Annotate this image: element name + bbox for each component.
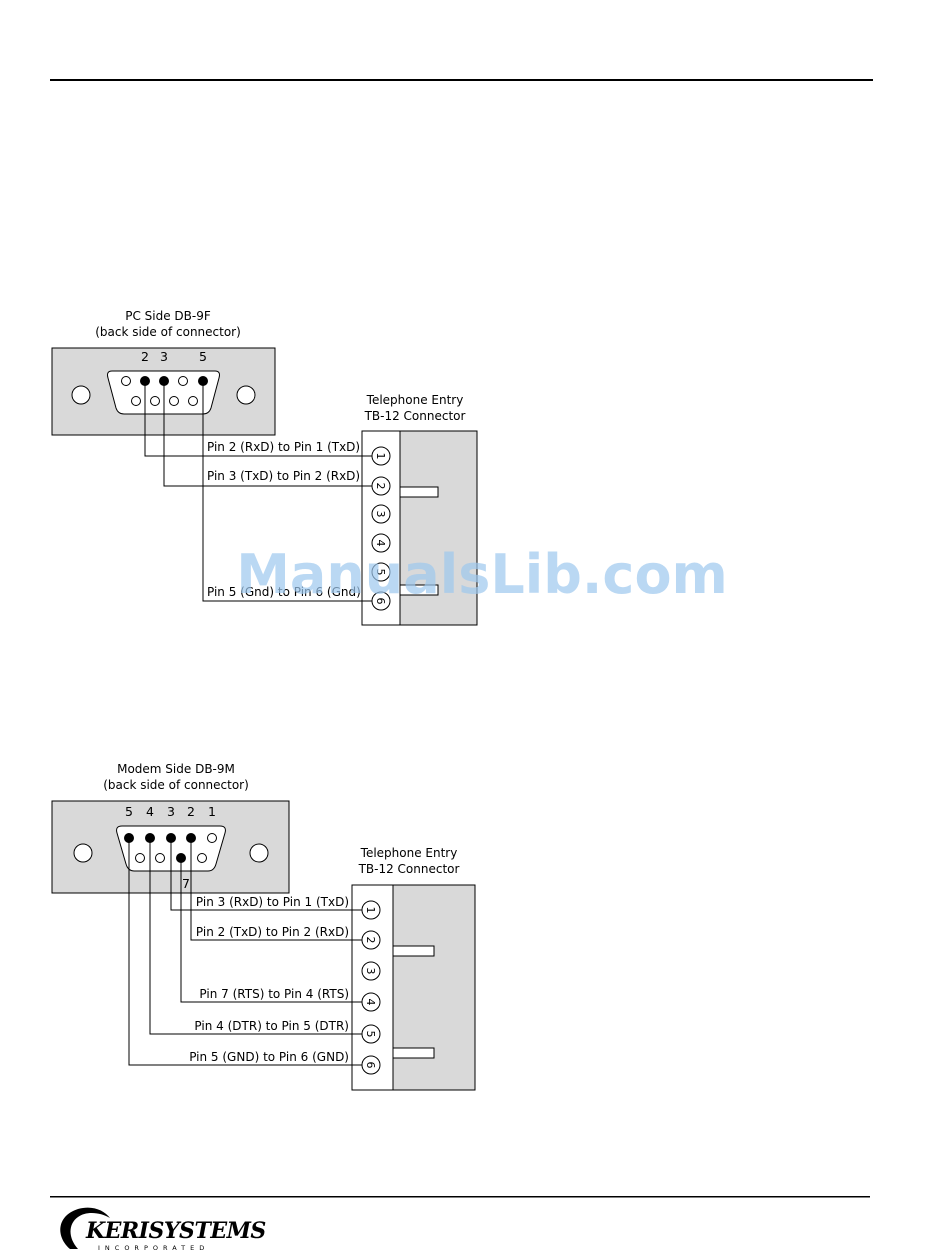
- tb12-board: [392, 884, 476, 1091]
- tb12-terminal-6: 6: [371, 591, 391, 611]
- tb12-title: Telephone Entry: [366, 393, 464, 407]
- tb12-terminal-6: 6: [361, 1055, 381, 1075]
- wire-pin2-to-tb2: [190, 838, 362, 941]
- pin-number-label: 3: [167, 804, 175, 819]
- logo-sub-text: INCORPORATED: [98, 1244, 209, 1252]
- pin-number-label: 2: [187, 804, 195, 819]
- db9-pin-1: [207, 833, 217, 843]
- wire-pin5-to-tb6: [128, 838, 362, 1066]
- db9-pin: [121, 376, 131, 386]
- tb12-subtitle: TB-12 Connector: [358, 862, 460, 876]
- svg-text:6: 6: [364, 1062, 377, 1069]
- svg-text:4: 4: [374, 540, 387, 547]
- svg-text:1: 1: [374, 453, 387, 460]
- footer-rule: [50, 1196, 870, 1198]
- wire-label: Pin 4 (DTR) to Pin 5 (DTR): [194, 1019, 349, 1033]
- tb12-terminal-1: 1: [361, 900, 381, 920]
- db9-pin: [169, 396, 179, 406]
- tb12-terminal-1: 1: [371, 446, 391, 466]
- wire-pin3-to-tb1: [170, 838, 362, 911]
- tb12-tab: [399, 584, 439, 596]
- pin-number-label: 5: [125, 804, 133, 819]
- diagram-modem-side: Modem Side DB-9M (back side of connector…: [51, 762, 476, 1091]
- wire-label: Pin 5 (Gnd) to Pin 6 (Gnd): [207, 585, 361, 599]
- tb12-terminal-4: 4: [361, 992, 381, 1012]
- pin-number-label: 5: [199, 349, 207, 364]
- wire-label: Pin 7 (RTS) to Pin 4 (RTS): [199, 987, 349, 1001]
- svg-text:5: 5: [364, 1031, 377, 1038]
- wire-pin7-to-tb4: [180, 858, 362, 1003]
- svg-text:6: 6: [374, 598, 387, 605]
- db9-pin: [155, 853, 165, 863]
- tb12-tab: [392, 1047, 435, 1059]
- tb12-terminal-3: 3: [371, 504, 391, 524]
- wire-label: Pin 2 (TxD) to Pin 2 (RxD): [196, 925, 349, 939]
- mount-hole-right: [249, 843, 269, 863]
- wire-label: Pin 3 (RxD) to Pin 1 (TxD): [196, 895, 349, 909]
- tb12-terminal-5: 5: [371, 562, 391, 582]
- db9-title: PC Side DB-9F: [125, 309, 211, 323]
- db9-pin: [150, 396, 160, 406]
- svg-text:3: 3: [374, 511, 387, 518]
- pin-number-label: 2: [141, 349, 149, 364]
- tb12-terminal-3: 3: [361, 961, 381, 981]
- svg-text:5: 5: [374, 569, 387, 576]
- db9-pin: [188, 396, 198, 406]
- svg-text:4: 4: [364, 999, 377, 1006]
- wire-label: Pin 3 (TxD) to Pin 2 (RxD): [207, 469, 360, 483]
- tb12-subtitle: TB-12 Connector: [364, 409, 466, 423]
- db9-pin: [178, 376, 188, 386]
- db9-title: Modem Side DB-9M: [117, 762, 235, 776]
- mount-hole-right: [236, 385, 256, 405]
- db9-pin: [135, 853, 145, 863]
- logo-main-text: KERISYSTEMS: [85, 1218, 266, 1244]
- db9-subtitle: (back side of connector): [103, 778, 249, 792]
- wire-pin3-to-tb2: [163, 381, 372, 487]
- wire-label: Pin 5 (GND) to Pin 6 (GND): [189, 1050, 349, 1064]
- logo-swoosh-icon: [60, 1207, 110, 1249]
- watermark: ManualsLib.com: [236, 543, 728, 606]
- tb12-terminal-4: 4: [371, 533, 391, 553]
- db9-pin: [197, 853, 207, 863]
- tb12-title: Telephone Entry: [360, 846, 458, 860]
- svg-text:3: 3: [364, 968, 377, 975]
- wire-label: Pin 2 (RxD) to Pin 1 (TxD): [207, 440, 360, 454]
- svg-text:1: 1: [364, 907, 377, 914]
- tb12-tab: [399, 486, 439, 498]
- tb12-terminal-2: 2: [371, 476, 391, 496]
- mount-hole-left: [71, 385, 91, 405]
- keri-systems-logo: KERISYSTEMS INCORPORATED: [60, 1207, 266, 1252]
- pin-7-label: 7: [182, 876, 190, 891]
- tb12-terminal-5: 5: [361, 1024, 381, 1044]
- mount-hole-left: [73, 843, 93, 863]
- svg-text:2: 2: [364, 937, 377, 944]
- wire-pin2-to-tb1: [144, 381, 372, 457]
- tb12-terminal-2: 2: [361, 930, 381, 950]
- pin-number-label: 4: [146, 804, 154, 819]
- pin-number-label: 1: [208, 804, 216, 819]
- tb12-tab: [392, 945, 435, 957]
- db9-subtitle: (back side of connector): [95, 325, 241, 339]
- diagram-pc-side: PC Side DB-9F (back side of connector) 2…: [51, 309, 478, 626]
- pin-number-label: 3: [160, 349, 168, 364]
- svg-text:2: 2: [374, 483, 387, 490]
- wire-pin4-to-tb5: [149, 838, 362, 1035]
- wire-pin5-to-tb6: [202, 381, 372, 602]
- db9-pin: [131, 396, 141, 406]
- header-rule: [50, 79, 873, 81]
